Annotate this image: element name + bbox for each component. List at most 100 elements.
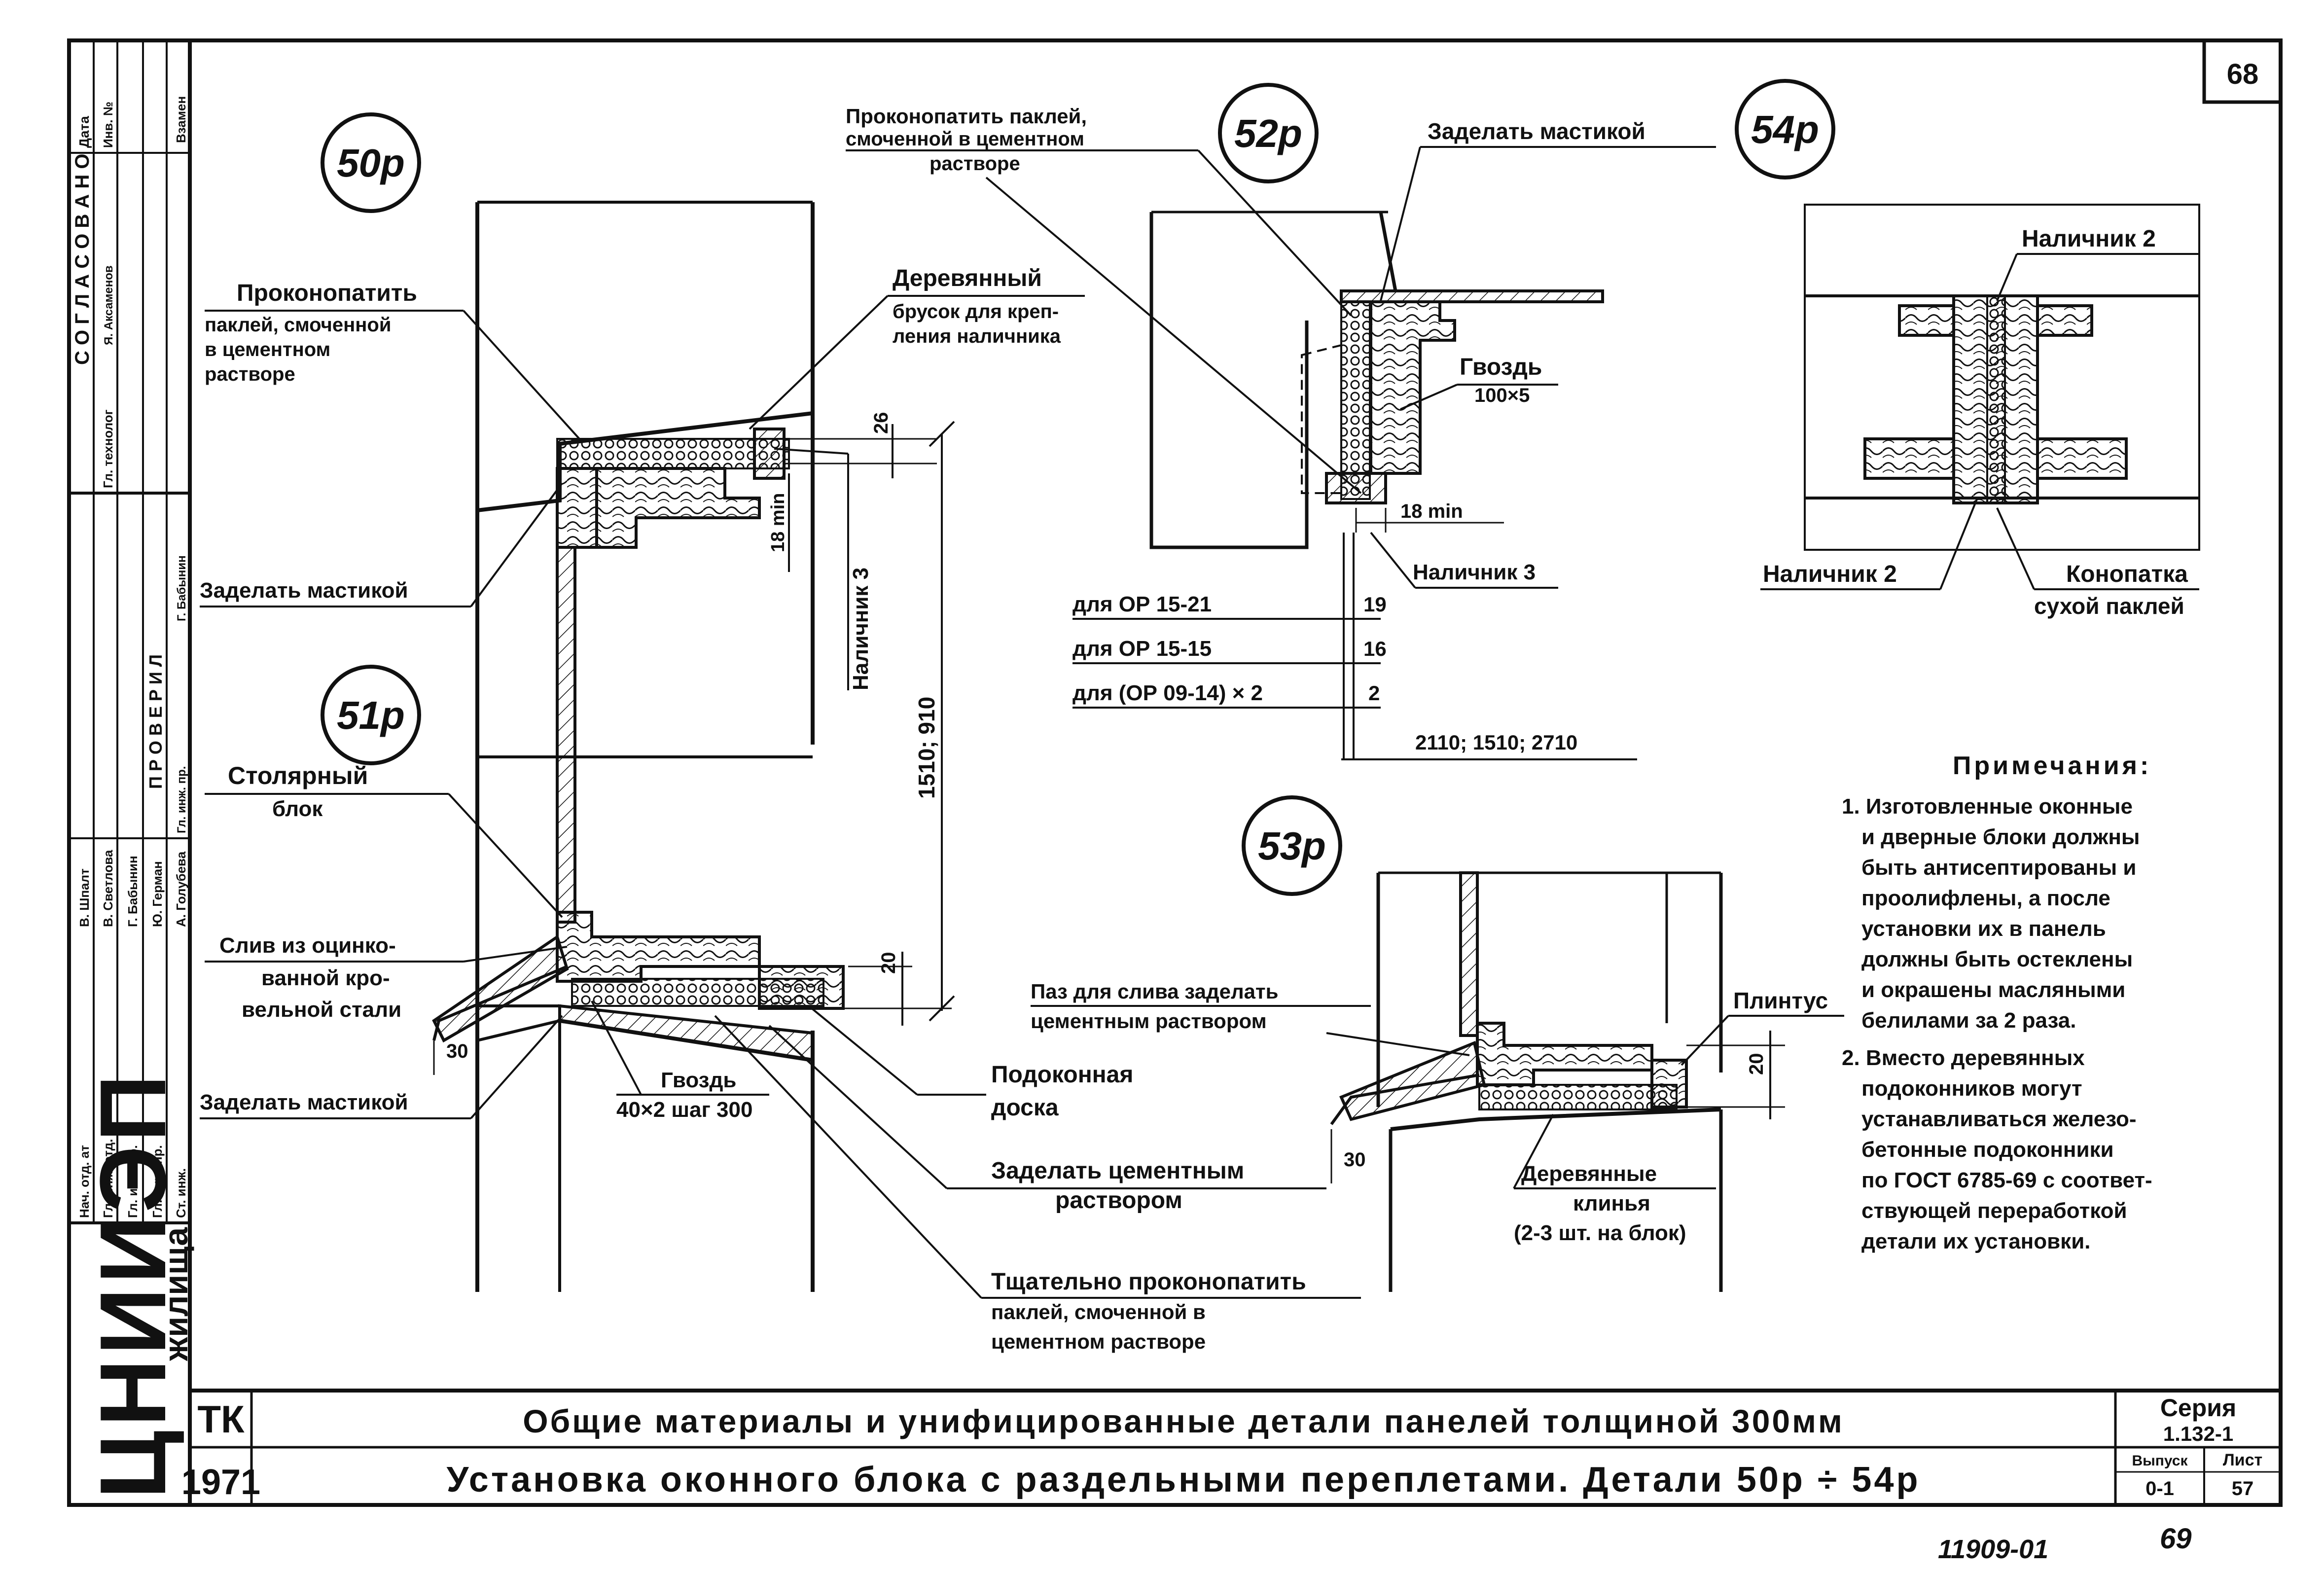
title-line-2: Установка оконного блока с раздельными п… <box>447 1460 1921 1500</box>
value-2: 2 <box>1368 681 1380 705</box>
stamp-tech: Гл. технолог <box>101 409 115 488</box>
stamp-ginzh1-name: Г. Бабынин <box>175 555 188 621</box>
value-19: 19 <box>1363 593 1387 616</box>
label-nalichnik3-vertical: Наличник 3 <box>849 568 873 690</box>
dim-30-b: 30 <box>1344 1149 1366 1171</box>
note-line-11: устанавливаться железо- <box>1861 1107 2137 1131</box>
dim-18min-b: 18 min <box>1400 500 1463 522</box>
note-line-10: подоконников могут <box>1861 1076 2082 1101</box>
note-line-15: детали их установки. <box>1861 1229 2090 1253</box>
label-prokon1-4: растворе <box>205 363 295 385</box>
stamp-check-header: П Р О В Е Р И Л <box>145 654 166 789</box>
note-line-8: белилами за 2 раза. <box>1861 1008 2076 1033</box>
marker-50r: 50р <box>337 141 405 185</box>
label-gvozd1-1: Гвоздь <box>661 1068 736 1092</box>
label-mastic2: Заделать мастикой <box>200 1090 408 1114</box>
label-sliv-3: вельной стали <box>242 998 401 1022</box>
issue-label: Выпуск <box>2132 1453 2188 1469</box>
notes-block: Примечания: 1. Изготовленные оконные и д… <box>1842 751 2152 1253</box>
note-line-2: и дверные блоки должны <box>1861 825 2140 849</box>
note-line-9: 2. Вместо деревянных <box>1842 1046 2085 1070</box>
section-54r: Наличник 2 Наличник 2 Конопатка сухой па… <box>1760 204 2200 619</box>
sheet-number-box <box>2202 38 2283 104</box>
stamp-name-2: В. Светлова <box>101 850 115 927</box>
stamp-tech-name: Я. Аксаменов <box>102 265 115 345</box>
stamp-name-5: А. Голубева <box>174 851 188 927</box>
marker-53r: 53р <box>1258 824 1326 868</box>
note-line-1: 1. Изготовленные оконные <box>1842 794 2133 819</box>
stamp-role-2: Гл. инж. отд. <box>101 1139 115 1218</box>
label-tschat-2: паклей, смоченной в <box>991 1300 1206 1323</box>
stamp-role-4: Гл. инж. пр. <box>150 1145 165 1218</box>
label-konop-2: сухой паклей <box>2034 593 2184 619</box>
label-dlya-3: для (ОР 09-14) × 2 <box>1073 681 1263 705</box>
stamp-header: С О Г Л А С О В А Н О <box>72 153 93 365</box>
label-brusok-3: ления наличника <box>893 325 1061 347</box>
marker-54r: 54р <box>1751 107 1819 151</box>
label-dlya-2: для ОР 15-15 <box>1073 637 1212 661</box>
label-paz-2: цементным раствором <box>1031 1009 1267 1033</box>
label-tschat-3: цементном растворе <box>991 1330 1206 1353</box>
labels-50r-51r: Проконопатить паклей, смоченной в цемент… <box>200 265 1361 1353</box>
marker-52r: 52р <box>1234 111 1302 155</box>
dim-20-a: 20 <box>878 952 899 974</box>
label-klinya-3: (2-3 шт. на блок) <box>1514 1221 1686 1245</box>
label-prokon1-3: в цементном <box>205 339 330 360</box>
note-line-13: по ГОСТ 6785-69 с соответ- <box>1861 1168 2152 1192</box>
label-cement-1: Заделать цементным <box>991 1158 1244 1184</box>
stamp-name-3: Г. Бабынин <box>125 856 140 927</box>
title-block: ТК 1971 Общие материалы и унифицированны… <box>181 1389 2281 1505</box>
label-mastic3: Заделать мастикой <box>1428 118 1645 144</box>
section-52r: Гвоздь 100×5 Проконопатить паклей, смоче… <box>846 105 1716 760</box>
detail-markers: 50р 51р 52р 53р 54р <box>321 79 1835 896</box>
note-line-4: проолифлены, а после <box>1861 886 2110 910</box>
note-line-3: быть антисептированы и <box>1861 856 2136 880</box>
stamp-role-5: Ст. инж. <box>174 1168 188 1218</box>
label-gvozd1-2: 40×2 шаг 300 <box>616 1098 752 1122</box>
value-16: 16 <box>1363 637 1387 660</box>
label-cement-2: раствором <box>1055 1187 1182 1214</box>
org-name: жилища <box>157 1227 195 1361</box>
label-nalichnik3: Наличник 3 <box>1413 560 1536 584</box>
label-nal2-bottom: Наличник 2 <box>1763 561 1897 587</box>
dim-18min-a: 18 min <box>768 493 788 552</box>
label-prokon2-3: растворе <box>930 153 1020 175</box>
series-label: Серия <box>2160 1394 2236 1422</box>
label-gvozd2-1: Гвоздь <box>1460 354 1542 380</box>
series-value: 1.132-1 <box>2163 1422 2233 1445</box>
label-prokon1-1: Проконопатить <box>237 280 417 306</box>
section-50r-51r <box>432 201 845 1292</box>
title-line-1: Общие материалы и унифицированные детали… <box>523 1403 1844 1439</box>
note-line-7: и окрашены масляными <box>1861 978 2125 1002</box>
sheet-label: Лист <box>2223 1451 2262 1469</box>
label-prokon1-2: паклей, смоченной <box>205 314 391 336</box>
footer-archive-number: 11909-01 <box>1938 1535 2048 1564</box>
label-tschat-1: Тщательно проконопатить <box>991 1269 1306 1295</box>
notes-title: Примечания: <box>1953 751 2151 780</box>
label-plintus: Плинтус <box>1733 988 1828 1013</box>
section-53r: Паз для слива заделать цементным раствор… <box>1031 871 1844 1292</box>
label-widths: 2110; 1510; 2710 <box>1415 731 1577 754</box>
label-mastic1: Заделать мастикой <box>200 578 408 603</box>
sheet-frame <box>67 38 2283 1507</box>
org-logo: ЦНИИЭП <box>81 1071 185 1499</box>
stamp-col-date: Дата <box>76 116 92 148</box>
stamp-role-3: Гл. инж. пр. <box>125 1145 140 1218</box>
dim-1510: 1510; 910 <box>914 697 939 799</box>
label-klinya-1: Деревянные <box>1521 1162 1657 1186</box>
stamp-col-inv: Инв. № <box>101 102 115 148</box>
label-nal2-top: Наличник 2 <box>2022 226 2156 252</box>
footer-page-number: 69 <box>2160 1523 2192 1555</box>
marker-51r: 51р <box>337 693 405 737</box>
label-prokon2-1: Проконопатить паклей, <box>846 105 1087 128</box>
dim-26: 26 <box>870 412 892 434</box>
sheet-value: 57 <box>2232 1478 2254 1500</box>
note-line-5: установки их в панель <box>1861 917 2106 941</box>
stamp-col-vzamen: Взамен <box>174 96 188 143</box>
label-podokon-1: Подоконная <box>991 1062 1133 1088</box>
tk-label: ТК <box>197 1397 245 1441</box>
label-stolyar-1: Столярный <box>228 762 368 789</box>
label-brusok-2: брусок для креп- <box>893 301 1059 322</box>
stamp-ginzh1: Гл. инж. пр. <box>175 766 188 833</box>
